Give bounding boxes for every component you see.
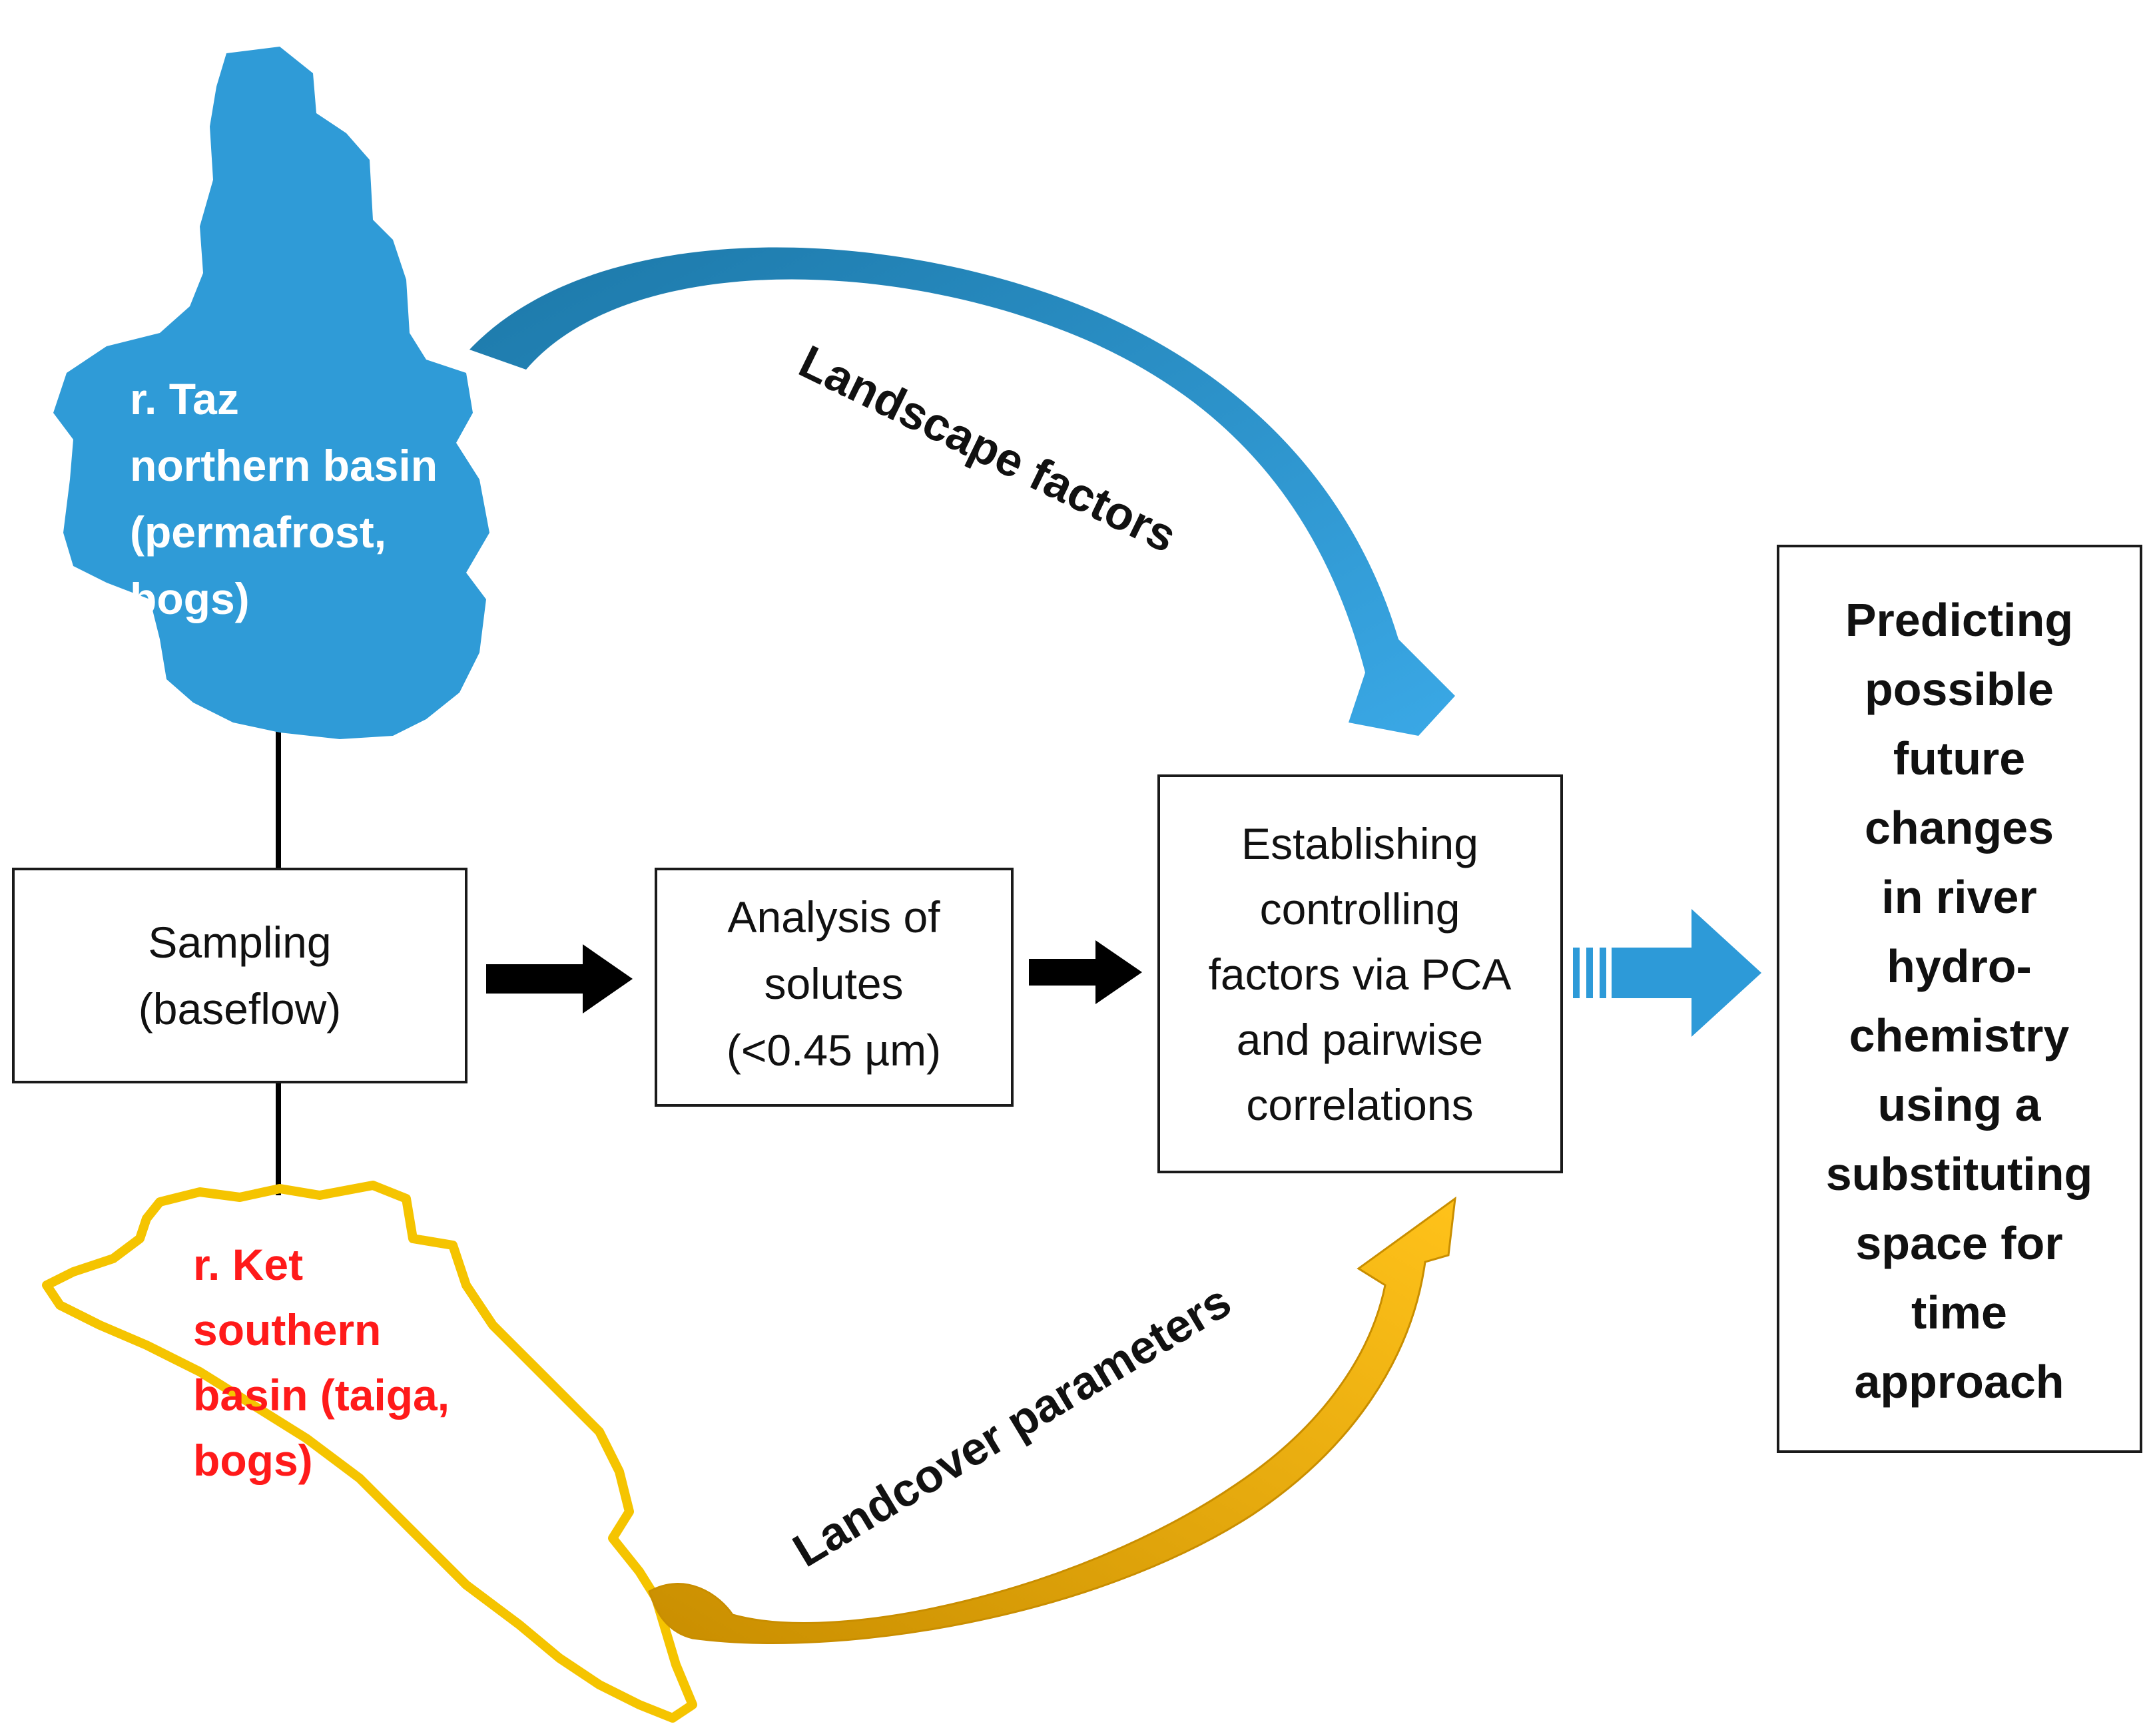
predicting-label-line: in river <box>1881 871 2036 923</box>
predicting-label-line: possible <box>1865 663 2054 715</box>
landscape-factors-label: Landscape factors <box>791 335 1184 562</box>
landcover-parameters-curved-arrow <box>648 1196 1456 1644</box>
predicting-box <box>1777 545 2142 1453</box>
establishing-label-line: and pairwise <box>1237 1015 1484 1064</box>
predicting-label-line: chemistry <box>1849 1010 2070 1061</box>
analysis-label-line: (<0.45 µm) <box>727 1025 941 1075</box>
establishing-box <box>1157 774 1563 1173</box>
sampling-box <box>12 868 467 1083</box>
sampling-label-line: (baseflow) <box>139 984 341 1033</box>
ket-label-line: r. Ket <box>193 1240 303 1289</box>
sampling-to-analysis-arrow <box>486 944 633 1013</box>
establishing-label-line: correlations <box>1246 1080 1473 1129</box>
ket-label-line: basin (taiga, <box>193 1370 450 1420</box>
predicting-label-line: changes <box>1865 802 2054 854</box>
ket-basin-label: r. Ket southern basin (taiga, bogs) <box>193 1240 450 1485</box>
establishing-to-predicting-arrow <box>1573 909 1761 1037</box>
predicting-label-line: space for <box>1855 1217 2062 1269</box>
ket-label-line: bogs) <box>193 1436 313 1485</box>
predicting-label-line: approach <box>1854 1356 2064 1408</box>
predicting-label-line: substituting <box>1826 1148 2092 1200</box>
establishing-label-line: Establishing <box>1241 819 1478 868</box>
ket-label-line: southern <box>193 1305 381 1354</box>
establishing-label-line: factors via PCA <box>1209 950 1512 999</box>
analysis-label: Analysis of solutes (<0.45 µm) <box>727 892 941 1075</box>
ket-basin-outline <box>42 1181 697 1723</box>
analysis-label-line: Analysis of <box>727 892 940 942</box>
sampling-label: Sampling (baseflow) <box>139 918 341 1033</box>
predicting-label: Predicting possible future changes in river h… <box>1826 594 2092 1408</box>
taz-label-line: r. Taz <box>130 374 239 424</box>
analysis-box <box>655 868 1014 1107</box>
analysis-to-establishing-arrow <box>1029 940 1142 1004</box>
taz-basin-label: r. Taz northern basin (permafrost, bogs) <box>130 374 438 623</box>
predicting-label-line: future <box>1893 732 2025 784</box>
predicting-label-line: time <box>1911 1287 2007 1338</box>
establishing-label-line: controlling <box>1260 884 1460 934</box>
predicting-label-line: hydro- <box>1887 940 2032 992</box>
taz-label-line: bogs) <box>130 574 250 623</box>
taz-basin-shape <box>53 47 489 739</box>
sampling-label-line: Sampling <box>148 918 331 967</box>
predicting-label-line: Predicting <box>1845 594 2073 646</box>
landscape-factors-curved-arrow <box>469 247 1455 736</box>
analysis-label-line: solutes <box>764 959 903 1008</box>
establishing-label: Establishing controlling factors via PCA an… <box>1209 819 1512 1129</box>
predicting-label-line: using a <box>1877 1079 2041 1131</box>
taz-label-line: northern basin <box>130 441 438 490</box>
taz-label-line: (permafrost, <box>130 507 386 557</box>
